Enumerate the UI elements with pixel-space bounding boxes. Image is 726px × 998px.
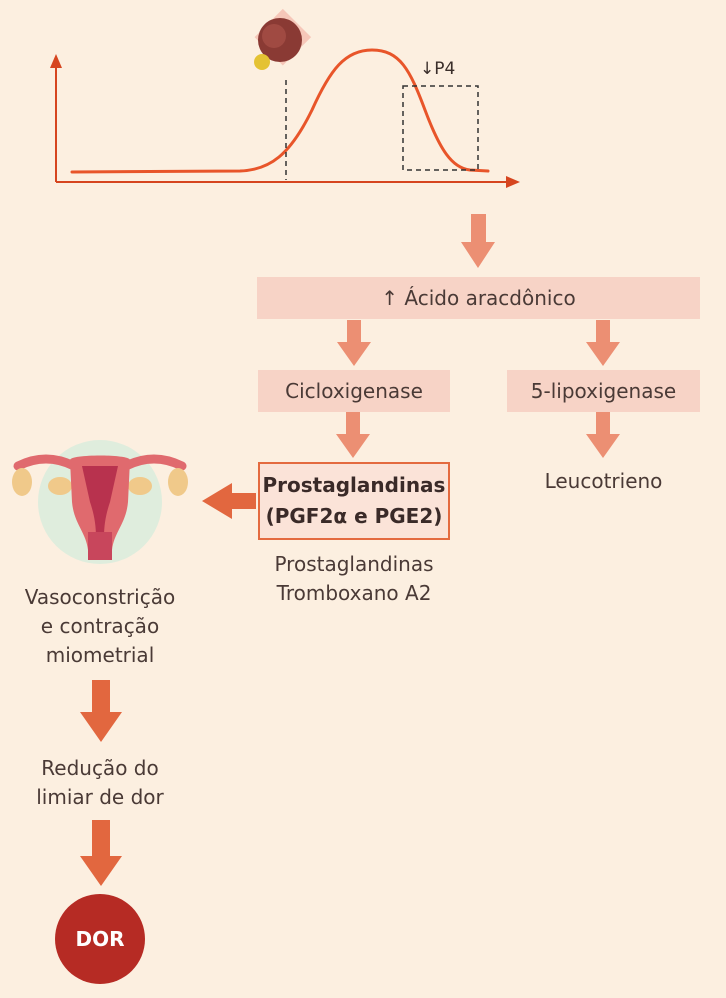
p4-label: ↓P4 <box>420 59 456 79</box>
prostaglandinas-product-2: Tromboxano A2 <box>276 581 432 605</box>
ovum-icon <box>254 8 312 70</box>
hormone-graph <box>50 8 520 188</box>
prostaglandinas-title: Prostaglandinas <box>262 473 446 497</box>
leucotrieno-label: Leucotrieno <box>544 469 663 493</box>
vasoconstricao-line-3: miometrial <box>45 643 155 667</box>
acido-aracdonico-label: ↑ Ácido aracdônico <box>381 286 576 310</box>
reducao-line-1: Redução do <box>41 756 159 780</box>
y-axis-arrowhead <box>50 54 62 68</box>
dor-circle: DOR <box>55 894 145 984</box>
reducao-line-2: limiar de dor <box>36 785 164 809</box>
vasoconstricao-label: Vasoconstrição e contração miometrial <box>0 583 200 670</box>
acido-aracdonico-box: ↑ Ácido aracdônico <box>257 277 700 319</box>
uterus-icon <box>12 440 188 564</box>
prostaglandinas-box: Prostaglandinas (PGF2α e PGE2) <box>258 462 450 540</box>
p4-decline-box <box>402 85 479 171</box>
arrow-acido-to-lox <box>586 320 620 366</box>
prostaglandinas-product-1: Prostaglandinas <box>274 552 434 576</box>
arrow-vaso-to-reducao <box>80 680 122 742</box>
vasoconstricao-line-2: e contração <box>40 614 160 638</box>
prostaglandinas-subtitle: (PGF2α e PGE2) <box>265 504 443 528</box>
lipoxigenase-label: 5-lipoxigenase <box>530 379 677 403</box>
vasoconstricao-line-1: Vasoconstrição <box>24 585 176 609</box>
arrow-acido-to-cox <box>337 320 371 366</box>
prostaglandinas-products: Prostaglandinas Tromboxano A2 <box>240 550 468 608</box>
lipoxigenase-box: 5-lipoxigenase <box>507 370 700 412</box>
cicloxigenase-box: Cicloxigenase <box>258 370 450 412</box>
reducao-label: Redução do limiar de dor <box>0 754 200 812</box>
arrow-reducao-to-dor <box>80 820 122 886</box>
cicloxigenase-label: Cicloxigenase <box>285 379 423 403</box>
progesterone-curve <box>70 48 490 174</box>
arrow-prostaglandinas-to-uterus <box>202 483 256 519</box>
arrow-graph-to-acido <box>461 214 495 268</box>
x-axis-arrowhead <box>506 176 520 188</box>
arrow-lox-to-leucotrieno <box>586 412 620 458</box>
dor-label: DOR <box>75 927 125 951</box>
arrow-cox-to-prostaglandinas <box>336 412 370 458</box>
